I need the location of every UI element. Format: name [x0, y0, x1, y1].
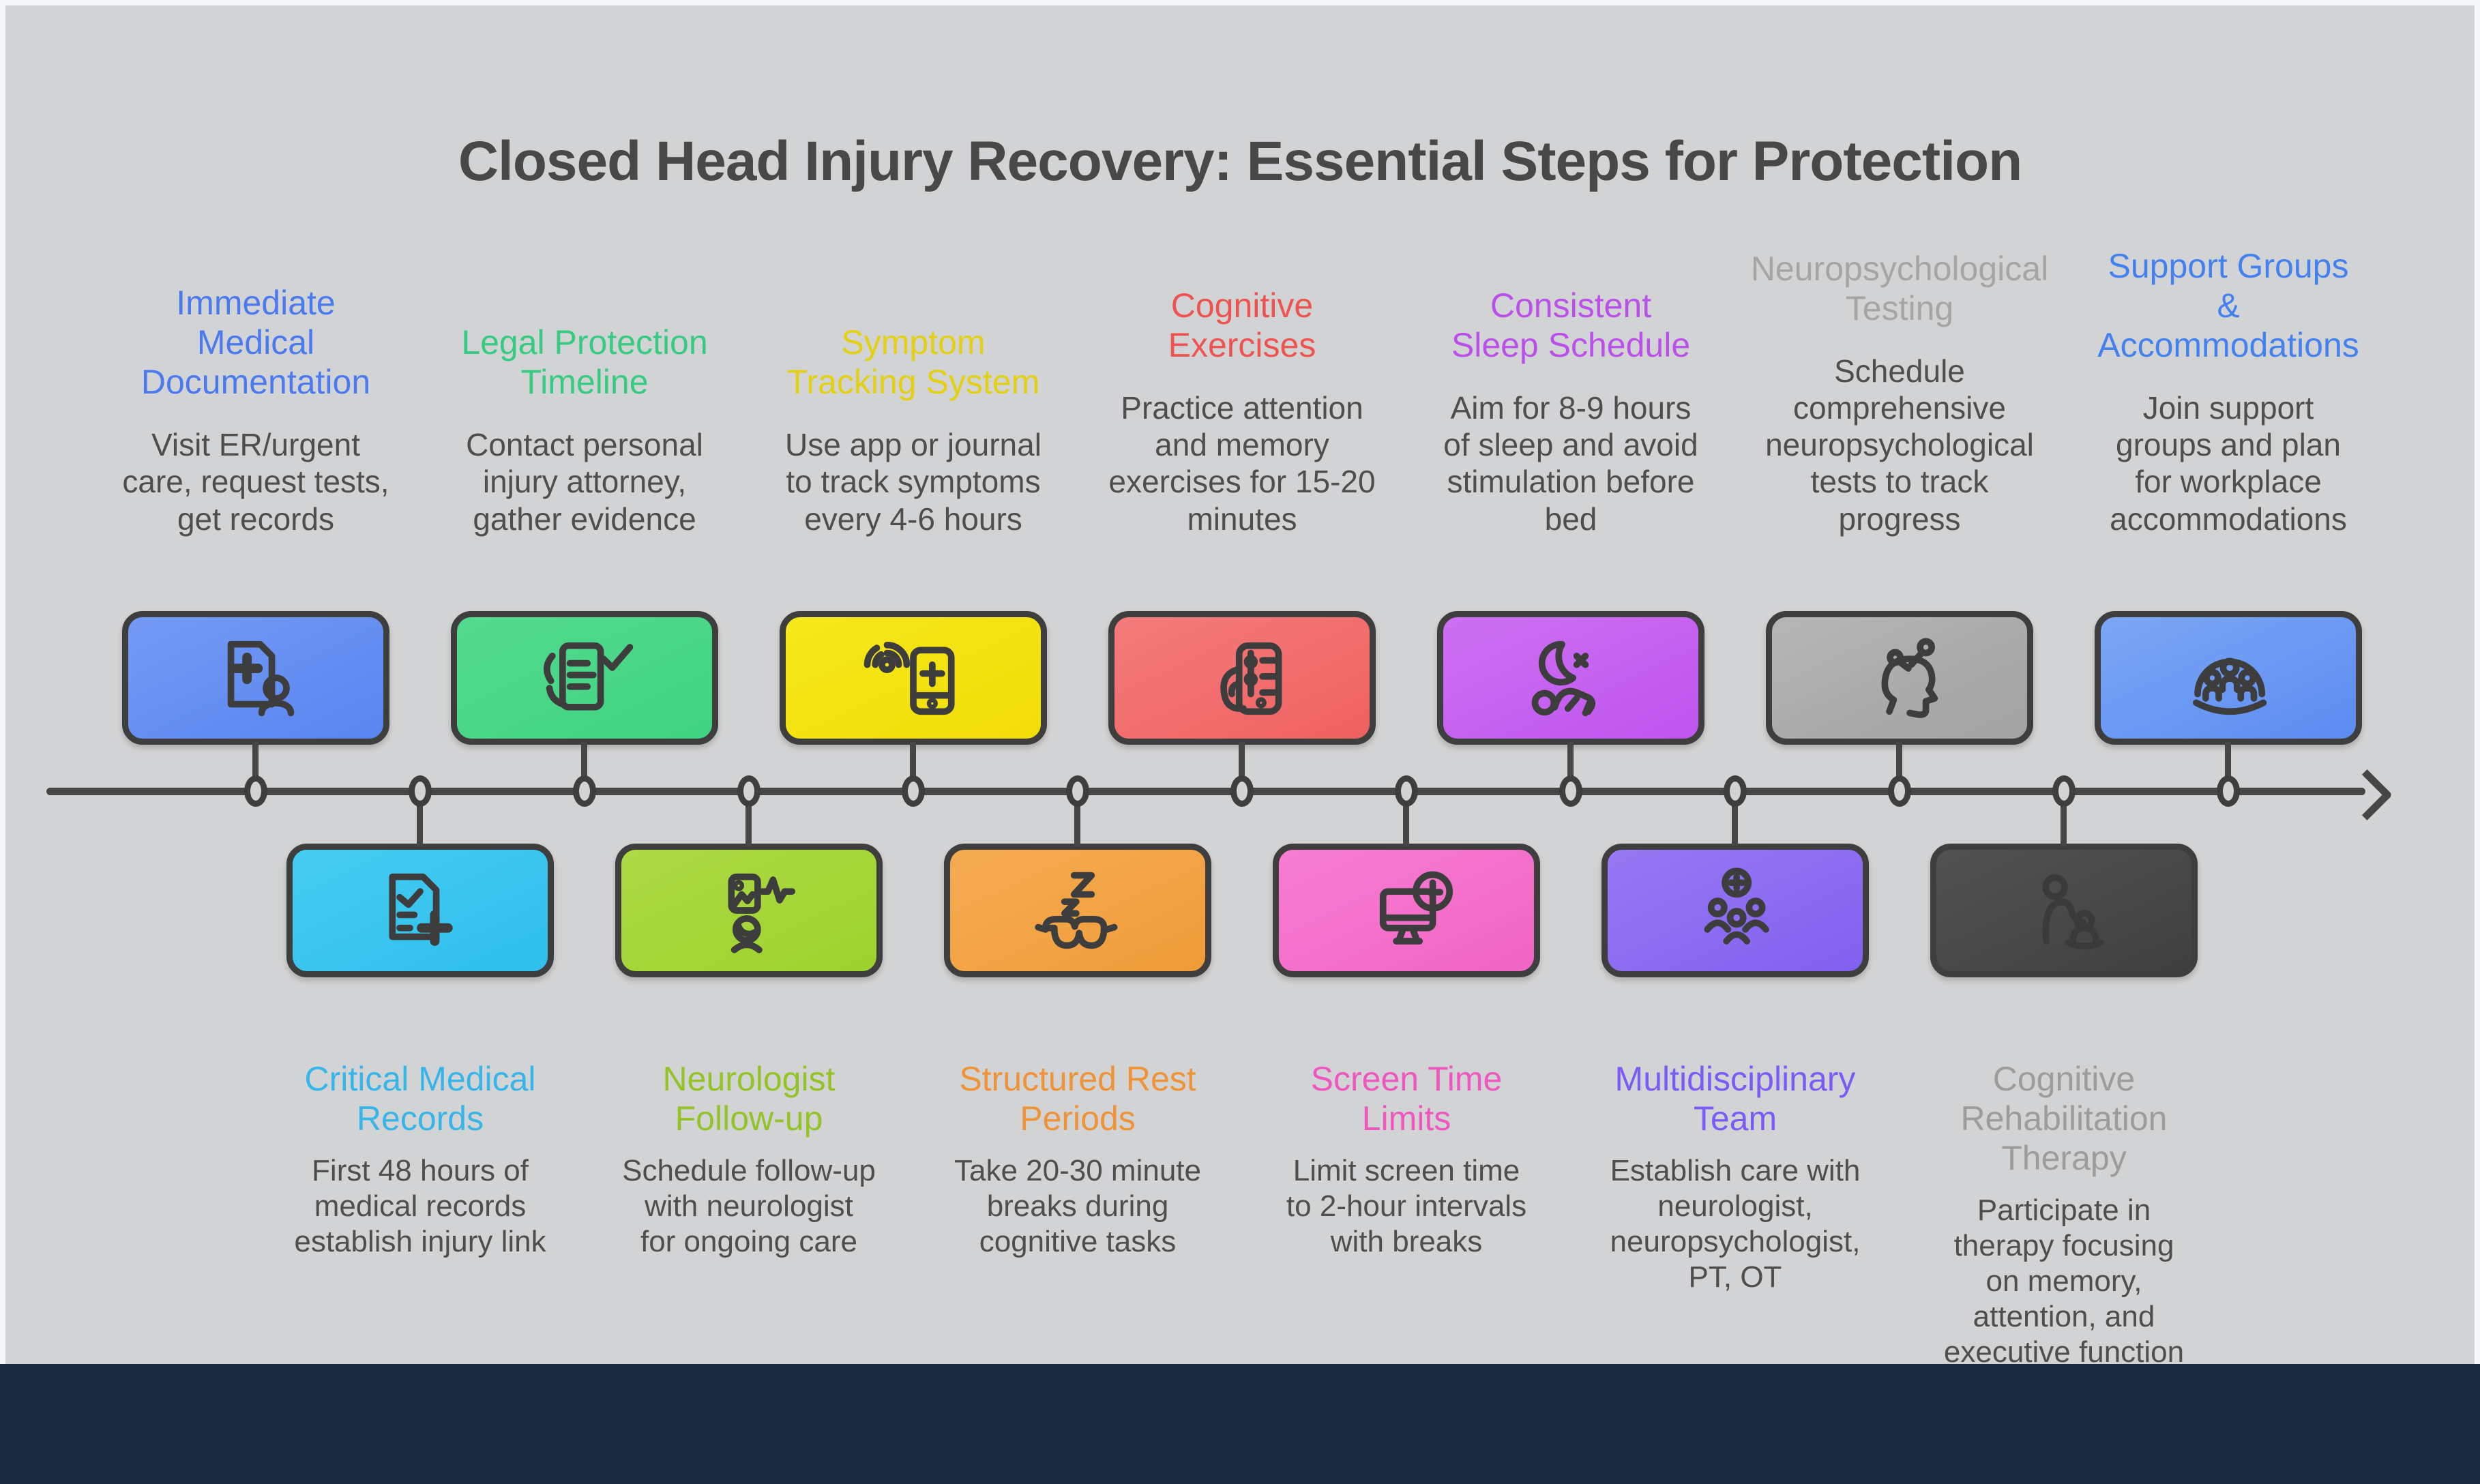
- step-icon-box: [451, 611, 718, 745]
- connector-stem: [1896, 742, 1902, 791]
- step-consistent-sleep-schedule: Consistent Sleep Schedule Aim for 8-9 ho…: [1424, 5, 1717, 1364]
- timeline-line: [46, 788, 2365, 795]
- step-immediate-medical-documentation: Immediate Medical Documentation Visit ER…: [109, 5, 402, 1364]
- timeline-node: [409, 775, 432, 807]
- step-critical-medical-records: Critical Medical Records First 48 hours …: [274, 5, 567, 1364]
- timeline-node: [1395, 775, 1418, 807]
- step-cognitive-exercises: Cognitive Exercises Practice attention a…: [1095, 5, 1389, 1364]
- head-synapse-icon: [1881, 638, 1938, 718]
- step-description: Limit screen time to 2-hour intervals wi…: [1286, 1154, 1527, 1258]
- step-icon-box: [1273, 844, 1540, 977]
- doctor-pulse-icon: [728, 873, 796, 953]
- step-description: Establish care with neurologist, neurops…: [1610, 1154, 1861, 1294]
- fingerprint-phone-icon: [863, 641, 955, 715]
- support-group-icon: [2193, 657, 2267, 715]
- step-title: Immediate Medical Documentation: [141, 284, 371, 402]
- infographic-canvas: Closed Head Injury Recovery: Essential S…: [5, 5, 2475, 1364]
- connector-stem: [910, 742, 916, 791]
- timeline-node: [244, 775, 267, 807]
- step-screen-time-limits: Screen Time Limits Limit screen time to …: [1260, 5, 1553, 1364]
- step-title: Neurologist Follow-up: [662, 1060, 836, 1138]
- step-description: Schedule follow-up with neurologist for …: [622, 1154, 876, 1258]
- timeline-node: [2052, 775, 2076, 807]
- medical-document-icon: [227, 640, 295, 717]
- step-title: Neuropsychological Testing: [1750, 249, 2049, 327]
- therapy-assist-icon: [2042, 874, 2104, 950]
- step-description: Use app or journal to track symptoms eve…: [785, 427, 1042, 537]
- step-support-groups-accommodations: Support Groups & Accommodations Join sup…: [2082, 5, 2375, 1364]
- moon-sleep-icon: [1531, 640, 1596, 717]
- timeline-node: [1888, 775, 1911, 807]
- medical-team-icon: [1704, 867, 1769, 945]
- timeline-node: [1066, 775, 1089, 807]
- step-title: Consistent Sleep Schedule: [1451, 286, 1691, 364]
- step-icon-box: [1437, 611, 1704, 745]
- step-icon-box: [122, 611, 389, 745]
- step-title: Critical Medical Records: [304, 1060, 536, 1138]
- timeline-node: [1230, 775, 1254, 807]
- sleep-mask-icon: [1035, 872, 1118, 949]
- monitor-clock-icon: [1379, 871, 1453, 945]
- step-title: Cognitive Rehabilitation Therapy: [1960, 1060, 2168, 1177]
- step-title: Legal Protection Timeline: [461, 323, 708, 402]
- step-symptom-tracking-system: Symptom Tracking System Use app or journ…: [767, 5, 1060, 1364]
- step-icon-box: [1766, 611, 2033, 745]
- step-title: Cognitive Exercises: [1168, 286, 1316, 364]
- connector-stem: [746, 791, 752, 846]
- step-icon-box: [2095, 611, 2362, 745]
- step-icon-box: [1601, 844, 1869, 977]
- step-title: Structured Rest Periods: [959, 1060, 1196, 1138]
- step-description: Schedule comprehensive neuropsychologica…: [1765, 353, 2034, 537]
- connector-stem: [2061, 791, 2067, 846]
- legal-checklist-icon: [544, 642, 634, 711]
- step-description: Take 20-30 minute breaks during cognitiv…: [954, 1154, 1201, 1258]
- timeline-node: [1559, 775, 1582, 807]
- hand-phone-icon: [1220, 642, 1282, 715]
- step-title: Multidisciplinary Team: [1614, 1060, 1856, 1138]
- step-legal-protection-timeline: Legal Protection Timeline Contact person…: [438, 5, 731, 1364]
- step-multidisciplinary-team: Multidisciplinary Team Establish care wi…: [1589, 5, 1882, 1364]
- step-description: Aim for 8-9 hours of sleep and avoid sti…: [1443, 389, 1698, 537]
- step-neuropsychological-testing: Neuropsychological Testing Schedule comp…: [1750, 5, 2049, 1364]
- step-icon-box: [944, 844, 1211, 977]
- timeline-node: [737, 775, 761, 807]
- step-icon-box: [780, 611, 1047, 745]
- page-title: Closed Head Injury Recovery: Essential S…: [458, 130, 2022, 192]
- timeline-node: [1724, 775, 1747, 807]
- step-description: Practice attention and memory exercises …: [1108, 389, 1376, 537]
- connector-stem: [581, 742, 587, 791]
- step-title: Screen Time Limits: [1310, 1060, 1503, 1138]
- step-description: Contact personal injury attorney, gather…: [466, 427, 703, 537]
- footer-bar: [0, 1364, 2480, 1484]
- connector-stem: [1732, 791, 1738, 846]
- step-structured-rest-periods: Structured Rest Periods Take 20-30 minut…: [931, 5, 1224, 1364]
- step-title: Symptom Tracking System: [786, 323, 1040, 402]
- step-icon-box: [286, 844, 554, 977]
- connector-stem: [1239, 742, 1245, 791]
- step-icon-box: [615, 844, 883, 977]
- connector-stem: [252, 742, 259, 791]
- step-icon-box: [1108, 611, 1376, 745]
- connector-stem: [1567, 742, 1574, 791]
- timeline-node: [2217, 775, 2240, 807]
- step-neurologist-follow-up: Neurologist Follow-up Schedule follow-up…: [602, 5, 896, 1364]
- connector-stem: [417, 791, 423, 846]
- timeline-node: [902, 775, 925, 807]
- step-description: Join support groups and plan for workpla…: [2110, 389, 2347, 537]
- step-title: Support Groups & Accommodations: [2097, 246, 2359, 364]
- timeline-node: [573, 775, 596, 807]
- connector-stem: [1403, 791, 1409, 846]
- step-description: Visit ER/urgent care, request tests, get…: [122, 427, 389, 537]
- step-description: Participate in therapy focusing on memor…: [1943, 1193, 2185, 1364]
- step-icon-box: [1930, 844, 2198, 977]
- medical-record-plus-icon: [389, 873, 453, 946]
- connector-stem: [1074, 791, 1080, 846]
- connector-stem: [2225, 742, 2231, 791]
- step-cognitive-rehabilitation-therapy: Cognitive Rehabilitation Therapy Partici…: [1917, 5, 2211, 1364]
- step-description: First 48 hours of medical records establ…: [294, 1154, 546, 1258]
